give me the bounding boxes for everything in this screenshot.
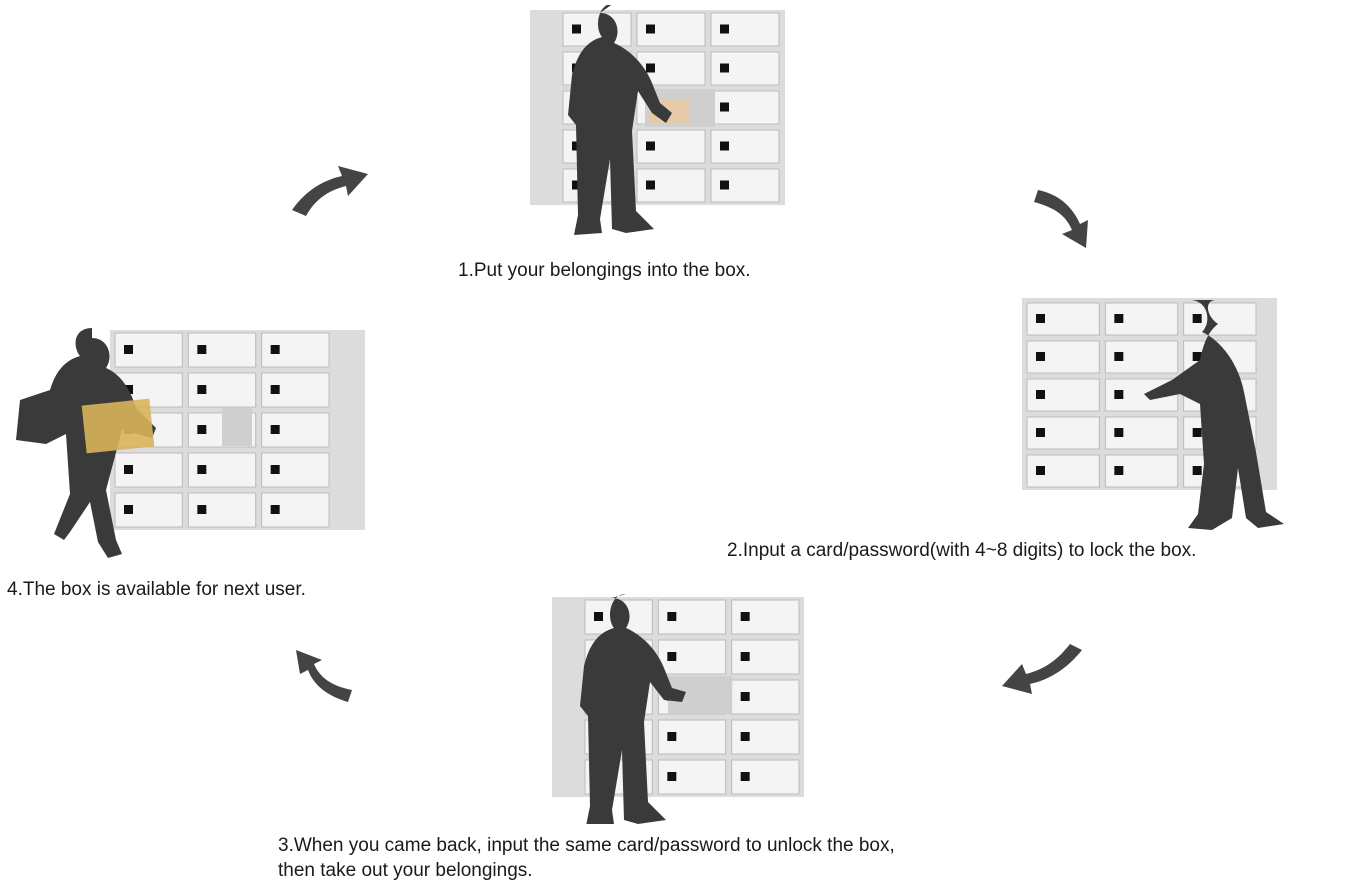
step-3-illustration	[552, 594, 804, 824]
lock-icon	[1192, 314, 1202, 323]
lock-icon	[667, 652, 677, 661]
lock-icon	[720, 24, 729, 34]
arrow-top-left-icon	[292, 166, 368, 216]
lock-icon	[646, 63, 655, 73]
step-3-scene	[520, 594, 810, 824]
person-silhouette-icon	[568, 5, 672, 235]
lock-icon	[740, 652, 750, 661]
locker-door	[731, 759, 800, 795]
step-1-illustration	[530, 5, 785, 235]
lock-icon	[270, 505, 280, 514]
lock-icon	[1192, 466, 1202, 475]
lock-icon	[197, 425, 207, 434]
lock-icon	[270, 425, 280, 434]
arrow-bottom-right-icon	[1002, 644, 1082, 694]
lock-icon	[124, 385, 133, 394]
lock-icon	[1114, 352, 1124, 361]
step-2-scene	[1020, 296, 1285, 531]
person-silhouette-icon	[580, 594, 686, 824]
lock-icon	[197, 505, 207, 514]
lock-icon	[572, 24, 581, 34]
step-3-caption-line-2: then take out your belongings.	[278, 860, 533, 881]
lock-icon	[667, 772, 677, 781]
lock-icon	[1036, 428, 1045, 437]
lock-icon	[1114, 390, 1124, 399]
lock-icon	[124, 345, 133, 354]
lock-icon	[572, 180, 581, 190]
lock-icon	[1114, 466, 1124, 475]
lock-icon	[1036, 314, 1045, 323]
lock-icon	[270, 345, 280, 354]
lock-icon	[1114, 428, 1124, 437]
step-1-scene	[505, 5, 790, 245]
lock-icon	[1114, 314, 1124, 323]
arrow-bottom-left-icon	[296, 650, 352, 702]
lock-icon	[594, 612, 603, 621]
lock-icon	[720, 180, 729, 190]
lock-icon	[1036, 390, 1045, 399]
lock-icon	[740, 772, 750, 781]
lock-icon	[270, 385, 280, 394]
arrow-top-right-icon	[1034, 190, 1088, 248]
lock-icon	[646, 24, 655, 34]
step-3-caption: 3.When you came back, input the same car…	[278, 833, 895, 883]
lock-icon	[667, 732, 677, 741]
step-3-caption-line-1: 3.When you came back, input the same car…	[278, 835, 895, 856]
lock-icon	[270, 465, 280, 474]
lock-icon	[1036, 352, 1045, 361]
lock-icon	[124, 505, 133, 514]
lock-icon	[1192, 352, 1202, 361]
locker-door	[1026, 302, 1100, 336]
lock-icon	[740, 612, 750, 621]
lock-icon	[197, 385, 207, 394]
step-4-illustration	[16, 328, 365, 558]
lock-icon	[1036, 466, 1045, 475]
lock-icon	[667, 612, 677, 621]
lock-icon	[1192, 428, 1202, 437]
step-4-caption: 4.The box is available for next user.	[7, 579, 306, 600]
lock-icon	[740, 692, 750, 701]
step-1-caption: 1.Put your belongings into the box.	[458, 260, 751, 281]
person-silhouette-icon	[1144, 300, 1284, 530]
lock-icon	[197, 465, 207, 474]
parcel-icon	[81, 398, 155, 454]
lock-icon	[197, 345, 207, 354]
lock-icon	[720, 141, 729, 151]
step-2-illustration	[1022, 298, 1284, 530]
step-2-caption: 2.Input a card/password(with 4~8 digits)…	[727, 540, 1197, 561]
lock-icon	[124, 465, 133, 474]
lock-icon	[720, 63, 729, 73]
lock-icon	[740, 732, 750, 741]
lock-icon	[646, 180, 655, 190]
lock-icon	[646, 141, 655, 151]
lock-icon	[720, 102, 729, 112]
step-4-scene	[12, 328, 367, 568]
